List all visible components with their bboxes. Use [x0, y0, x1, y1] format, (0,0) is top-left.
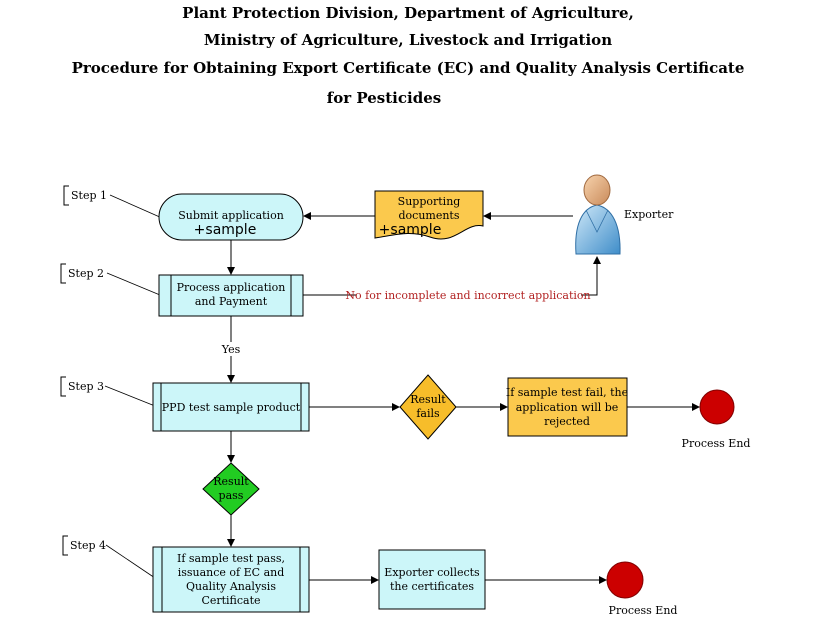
result-pass-text-2: pass — [219, 489, 244, 502]
step-3-label: Step 3 — [60, 376, 156, 407]
supporting-text: Supporting — [398, 195, 461, 208]
and-payment-text: and Payment — [195, 295, 268, 308]
pass-outcome-text-3: Quality Analysis — [186, 580, 276, 593]
exporter-person-icon — [575, 174, 621, 255]
result-fails-decision: Result fails — [399, 374, 457, 440]
rejection-label: No for incomplete and incorrect applicat… — [345, 289, 590, 302]
step-1-text: Step 1 — [71, 189, 107, 202]
title-line-3: Procedure for Obtaining Export Certifica… — [71, 59, 745, 77]
pass-outcome-text-4: Certificate — [201, 594, 260, 607]
process-application-node: Process application and Payment — [158, 274, 304, 317]
title-line-1: Plant Protection Division, Department of… — [182, 4, 634, 22]
process-end-2: Process End — [606, 561, 678, 617]
result-pass-text-1: Result — [213, 475, 249, 488]
step-3-text: Step 3 — [68, 380, 104, 393]
step-4-pointer — [105, 544, 156, 579]
step-2-label: Step 2 — [60, 263, 161, 296]
step-3-pointer — [104, 385, 156, 407]
fail-outcome-text-1: If sample test fail, the — [506, 386, 628, 399]
rejection-label-bg — [356, 288, 581, 302]
fail-outcome-text-2: application will be — [516, 401, 619, 414]
step-4-label: Step 4 — [62, 535, 156, 579]
result-fails-text-1: Result — [410, 393, 446, 406]
supporting-sample-text: +sample — [379, 222, 442, 238]
collect-text-2: the certificates — [390, 580, 474, 593]
step-1-label: Step 1 — [63, 185, 163, 219]
exporter-label: Exporter — [624, 208, 674, 221]
result-pass-decision: Result pass — [202, 462, 260, 516]
pass-outcome-text-1: If sample test pass, — [177, 552, 285, 565]
process-application-text: Process application — [177, 281, 286, 294]
ppd-test-node: PPD test sample product — [152, 382, 310, 432]
yes-label-bg — [219, 342, 243, 356]
collect-text-1: Exporter collects — [384, 566, 480, 579]
submit-application-text: Submit application — [178, 209, 284, 222]
step-1-pointer — [109, 194, 163, 219]
pass-outcome-node: If sample test pass, issuance of EC and … — [152, 546, 310, 613]
step-2-pointer — [106, 272, 161, 296]
documents-text: documents — [399, 209, 460, 222]
process-end-1: Process End — [682, 389, 751, 450]
step-2-text: Step 2 — [68, 267, 104, 280]
title-line-2: Ministry of Agriculture, Livestock and I… — [203, 31, 613, 49]
title-line-4: for Pesticides — [326, 89, 442, 107]
fail-outcome-node: If sample test fail, the application wil… — [506, 377, 628, 437]
process-end-1-label: Process End — [682, 437, 751, 450]
collect-certificates-node: Exporter collects the certificates — [378, 549, 486, 610]
submit-sample-text: +sample — [194, 222, 257, 238]
result-fails-text-2: fails — [416, 407, 440, 420]
pass-outcome-text-2: issuance of EC and — [178, 566, 285, 579]
supporting-documents-node: Supporting documents +sample — [374, 190, 484, 240]
fail-outcome-text-3: rejected — [544, 415, 590, 428]
step-4-text: Step 4 — [70, 539, 106, 552]
ppd-test-text: PPD test sample product — [162, 401, 301, 414]
submit-application-node: Submit application +sample — [158, 193, 304, 241]
process-end-2-label: Process End — [609, 604, 678, 617]
yes-label: Yes — [221, 343, 241, 356]
